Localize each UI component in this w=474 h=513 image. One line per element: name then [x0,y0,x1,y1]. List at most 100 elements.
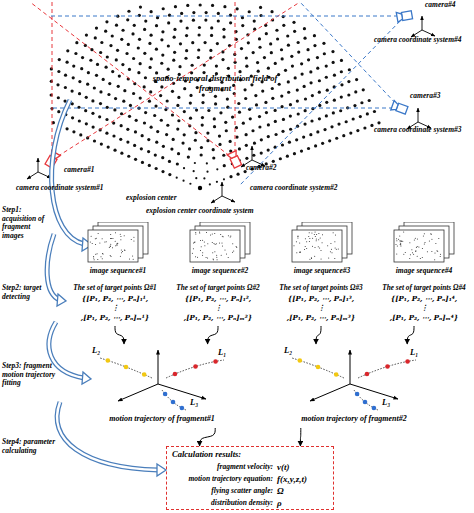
image-speck [236,247,237,248]
sequence-label: image sequence#3 [272,267,372,276]
sequence-label: image sequence#1 [68,267,168,276]
fragment-dot [57,70,60,73]
fragment-dot [302,135,305,138]
fragment-dot [134,130,137,133]
fragment-dot [134,158,137,161]
fragment-dot [95,26,98,29]
explosion-axes [211,182,235,203]
set-formula: {[P₁, P₂, ⋯, Pₙ]₁², [168,295,268,303]
view-line [50,16,405,17]
fragment-dot [185,49,188,52]
image-speck [435,253,436,254]
image-speck [124,235,125,236]
fragment-dot [150,10,153,13]
image-speck [425,242,426,243]
image-speck [430,233,431,234]
fragment-dot [297,50,300,53]
fragment-dot [223,178,225,180]
fragment-dot [128,68,131,71]
fragment-dot [113,149,116,152]
fragment-dot [240,47,243,50]
fragment-dot [212,156,215,159]
fragment-dot [147,138,150,141]
set-formula: ,[P₁, P₂, ⋯, Pₙ]ₘ³} [271,314,371,322]
axis-line [158,384,206,399]
fragment-dot [143,85,146,88]
fragment-dot [274,109,277,112]
image-speck [204,242,205,243]
image-speck [300,251,301,252]
fragment-dot [186,4,189,7]
fragment-dot [194,162,196,164]
fragment-dot [333,99,336,102]
fragment-dot [206,139,209,142]
fragment-dot [198,26,201,29]
fragment-dot [231,116,234,119]
fragment-dot [280,48,283,51]
image-speck [334,241,335,242]
image-speck [422,248,423,249]
fragment-dot [143,28,146,31]
image-speck [405,252,406,253]
image-speck [322,242,323,243]
fragment-dot [173,51,176,54]
flow-arrow [200,428,216,446]
fragment-dot [155,24,158,27]
fragment-dot [58,58,61,61]
fragment-dot [148,100,151,103]
image-speck [309,241,310,242]
image-speck [309,238,310,239]
fragment-dot [227,67,230,70]
image-speck [96,238,97,239]
fragment-position [213,359,218,364]
fragment-dot [186,26,189,29]
fragment-dot [323,128,326,131]
fragment-dot [267,67,270,70]
fragment-dot [245,56,248,59]
fragment-dot [147,150,150,153]
image-speck [110,245,111,246]
image-speck [111,238,112,239]
fragment-dot [340,70,343,73]
image-speck [195,233,196,234]
fragment-dot [126,140,129,143]
fragment-dot [223,164,226,167]
fragment-dot [245,133,248,136]
step-arrow-outline [57,402,158,470]
fragment-dot [260,151,263,154]
fragment-dot [137,71,140,74]
image-speck [106,241,107,242]
fragment-dot [290,55,293,58]
fragment-dot [104,66,107,69]
fragment-dot [300,62,303,65]
fragment-dot [236,173,239,176]
image-speck [110,246,111,247]
fragment-dot [176,127,179,130]
fragment-dot [310,119,313,122]
camera-icon [396,10,413,22]
step-label: Step3: fragment motion trajectory fittin… [2,362,56,388]
image-speck [414,239,415,240]
fragment-dot [172,138,175,141]
image-speck [320,250,321,251]
fragment-dot [189,94,192,97]
fragment-dot [201,123,204,126]
fragment-position [372,406,377,411]
fragment-dot [155,167,158,170]
image-speck [320,238,321,239]
fragment-dot [162,7,165,10]
fragment-dot [282,118,285,121]
fragment-dot [272,160,275,163]
fragment-dot [269,42,272,45]
fragment-dot [217,12,220,15]
image-speck [305,246,306,247]
set-formula: {[P₁, P₂, ⋯, Pₙ]₁³, [271,295,371,303]
image-speck [396,254,397,255]
fragment-dot [293,152,296,155]
fragment-dot [79,133,82,136]
fragment-dot [99,102,102,105]
image-sequence: image sequence#3 [290,222,354,280]
fragment-dot [172,59,175,62]
fragment-dot [347,93,350,96]
image-speck [397,245,398,246]
